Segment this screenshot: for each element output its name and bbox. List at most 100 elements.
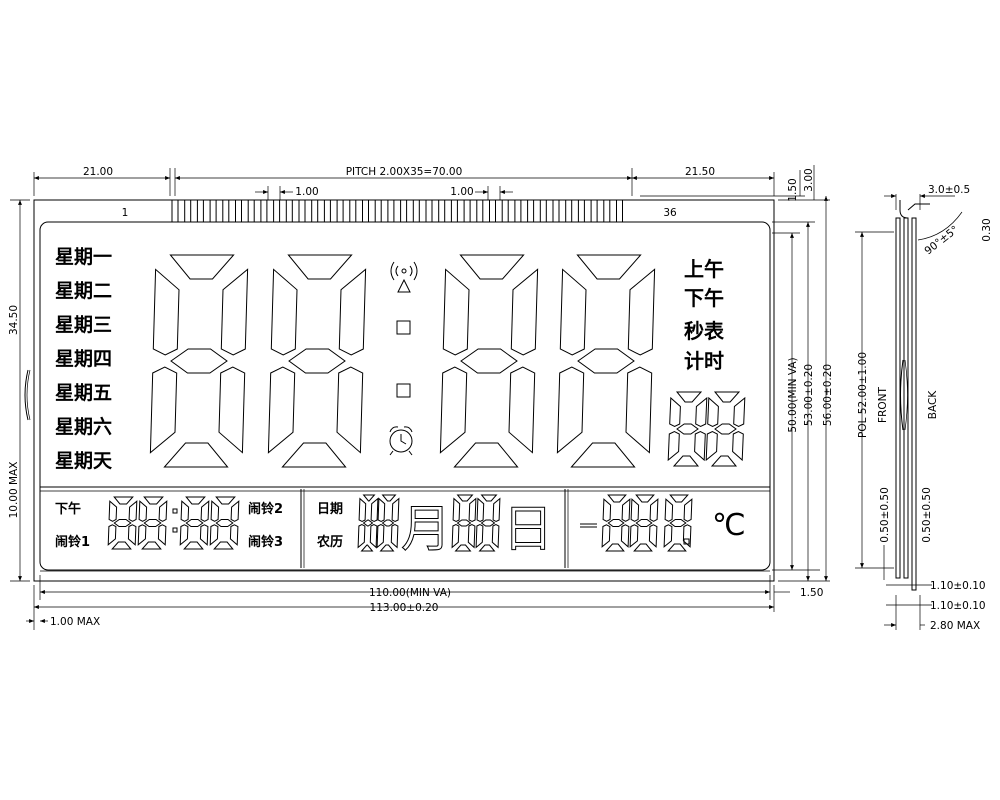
lunar-label: 农历 bbox=[316, 534, 343, 550]
segment bbox=[664, 498, 674, 522]
pin bbox=[336, 199, 344, 223]
dim-view-area-height: 50.00(MIN VA) bbox=[787, 357, 799, 432]
weekday-mon: 星期一 bbox=[55, 246, 112, 268]
pin bbox=[184, 199, 192, 223]
pin bbox=[222, 199, 230, 223]
bottom-right-panel: ℃ bbox=[580, 494, 746, 552]
pin bbox=[527, 199, 535, 223]
bottom-pm-label: 下午 bbox=[55, 501, 81, 517]
seconds-digits bbox=[667, 391, 746, 467]
dim-pin-gap-left: 1.00 bbox=[295, 186, 318, 198]
side-front-gap: 0.50±0.50 bbox=[879, 487, 891, 543]
alarm-time-digits bbox=[107, 496, 240, 550]
segment bbox=[127, 524, 137, 546]
segment bbox=[648, 524, 658, 548]
pin bbox=[285, 199, 293, 223]
center-icons bbox=[389, 261, 418, 456]
segment bbox=[170, 348, 228, 374]
pin bbox=[374, 199, 382, 223]
pin bbox=[412, 199, 420, 223]
pin bbox=[565, 199, 573, 223]
seven-segment-digit bbox=[601, 494, 631, 552]
seven-segment-digit bbox=[357, 494, 379, 552]
dim-left-margin: 21.00 bbox=[83, 166, 113, 178]
segment bbox=[714, 423, 737, 435]
pin bbox=[616, 199, 623, 223]
main-time-digits bbox=[149, 254, 656, 468]
segment bbox=[663, 524, 673, 548]
segment bbox=[620, 524, 630, 548]
temperature-digits bbox=[601, 494, 693, 552]
month-char: 月 bbox=[401, 500, 451, 558]
pin bbox=[514, 199, 522, 223]
segment bbox=[229, 524, 239, 546]
dim-glass-height-outer: 56.00±0.20 bbox=[822, 364, 834, 426]
side-angle: 90°±5° bbox=[922, 224, 960, 258]
segment bbox=[169, 254, 235, 280]
segment bbox=[629, 524, 639, 548]
segment bbox=[138, 500, 148, 522]
segment bbox=[576, 254, 642, 280]
segment bbox=[649, 498, 659, 522]
segment bbox=[607, 494, 627, 503]
segment bbox=[179, 524, 189, 546]
segment bbox=[695, 396, 708, 428]
pin bbox=[577, 199, 585, 223]
segment bbox=[675, 391, 703, 403]
seven-segment-digit bbox=[149, 254, 249, 468]
segment bbox=[683, 498, 693, 522]
segment bbox=[218, 366, 246, 454]
date-label: 日期 bbox=[317, 502, 343, 517]
segment bbox=[468, 497, 477, 523]
bottom-left-panel: 下午 闹铃1 闹铃2 闹铃3 bbox=[55, 496, 283, 550]
pin bbox=[603, 199, 611, 223]
segment bbox=[682, 524, 692, 548]
seven-segment-digit bbox=[451, 494, 477, 552]
segment bbox=[459, 254, 525, 280]
alarm-3-label: 闹铃3 bbox=[248, 534, 283, 550]
pin-first-label: 1 bbox=[122, 207, 129, 219]
segment bbox=[602, 498, 612, 522]
segment bbox=[358, 497, 367, 523]
segment bbox=[163, 442, 229, 468]
segment bbox=[475, 523, 484, 549]
segment bbox=[199, 524, 209, 546]
segment bbox=[635, 519, 653, 527]
segment bbox=[143, 519, 162, 527]
dim-glass-height-inner: 53.00±0.20 bbox=[803, 364, 815, 426]
segment bbox=[627, 268, 656, 356]
segment bbox=[137, 524, 147, 546]
pin bbox=[552, 199, 560, 223]
segment bbox=[625, 366, 653, 454]
dim-pin-gap-right: 1.00 bbox=[450, 186, 473, 198]
segment bbox=[694, 430, 706, 462]
segment bbox=[210, 500, 220, 522]
segment bbox=[510, 268, 539, 356]
am-label: 上午 bbox=[684, 257, 724, 281]
segment bbox=[456, 519, 472, 527]
weekday-wed: 星期三 bbox=[55, 314, 112, 336]
side-pin: 0.30 bbox=[981, 218, 993, 241]
segment bbox=[180, 500, 190, 522]
side-view: 3.0±0.5 90°±5° 0.30 POL 52.00±1.00 FRONT… bbox=[855, 184, 993, 632]
bottom-dimensions: 110.00(MIN VA) 113.00±0.20 1.50 1.00 MAX bbox=[26, 575, 823, 630]
segment bbox=[215, 519, 234, 527]
segment bbox=[113, 496, 134, 505]
segment bbox=[713, 391, 741, 403]
dim-pitch: PITCH 2.00X35=70.00 bbox=[346, 166, 463, 178]
seven-segment-digit bbox=[267, 254, 367, 468]
segment bbox=[635, 494, 655, 503]
pin bbox=[362, 199, 369, 223]
pin bbox=[450, 199, 458, 223]
weekday-sun: 星期天 bbox=[55, 450, 113, 472]
segment bbox=[607, 519, 625, 527]
segment bbox=[669, 396, 681, 428]
seven-segment-digit bbox=[107, 496, 138, 550]
pin bbox=[273, 199, 281, 223]
segment bbox=[220, 268, 249, 356]
pin bbox=[463, 199, 471, 223]
segment bbox=[369, 523, 378, 549]
pin bbox=[590, 199, 598, 223]
dim-glass-width: 113.00±0.20 bbox=[370, 602, 439, 614]
segment bbox=[107, 524, 117, 546]
